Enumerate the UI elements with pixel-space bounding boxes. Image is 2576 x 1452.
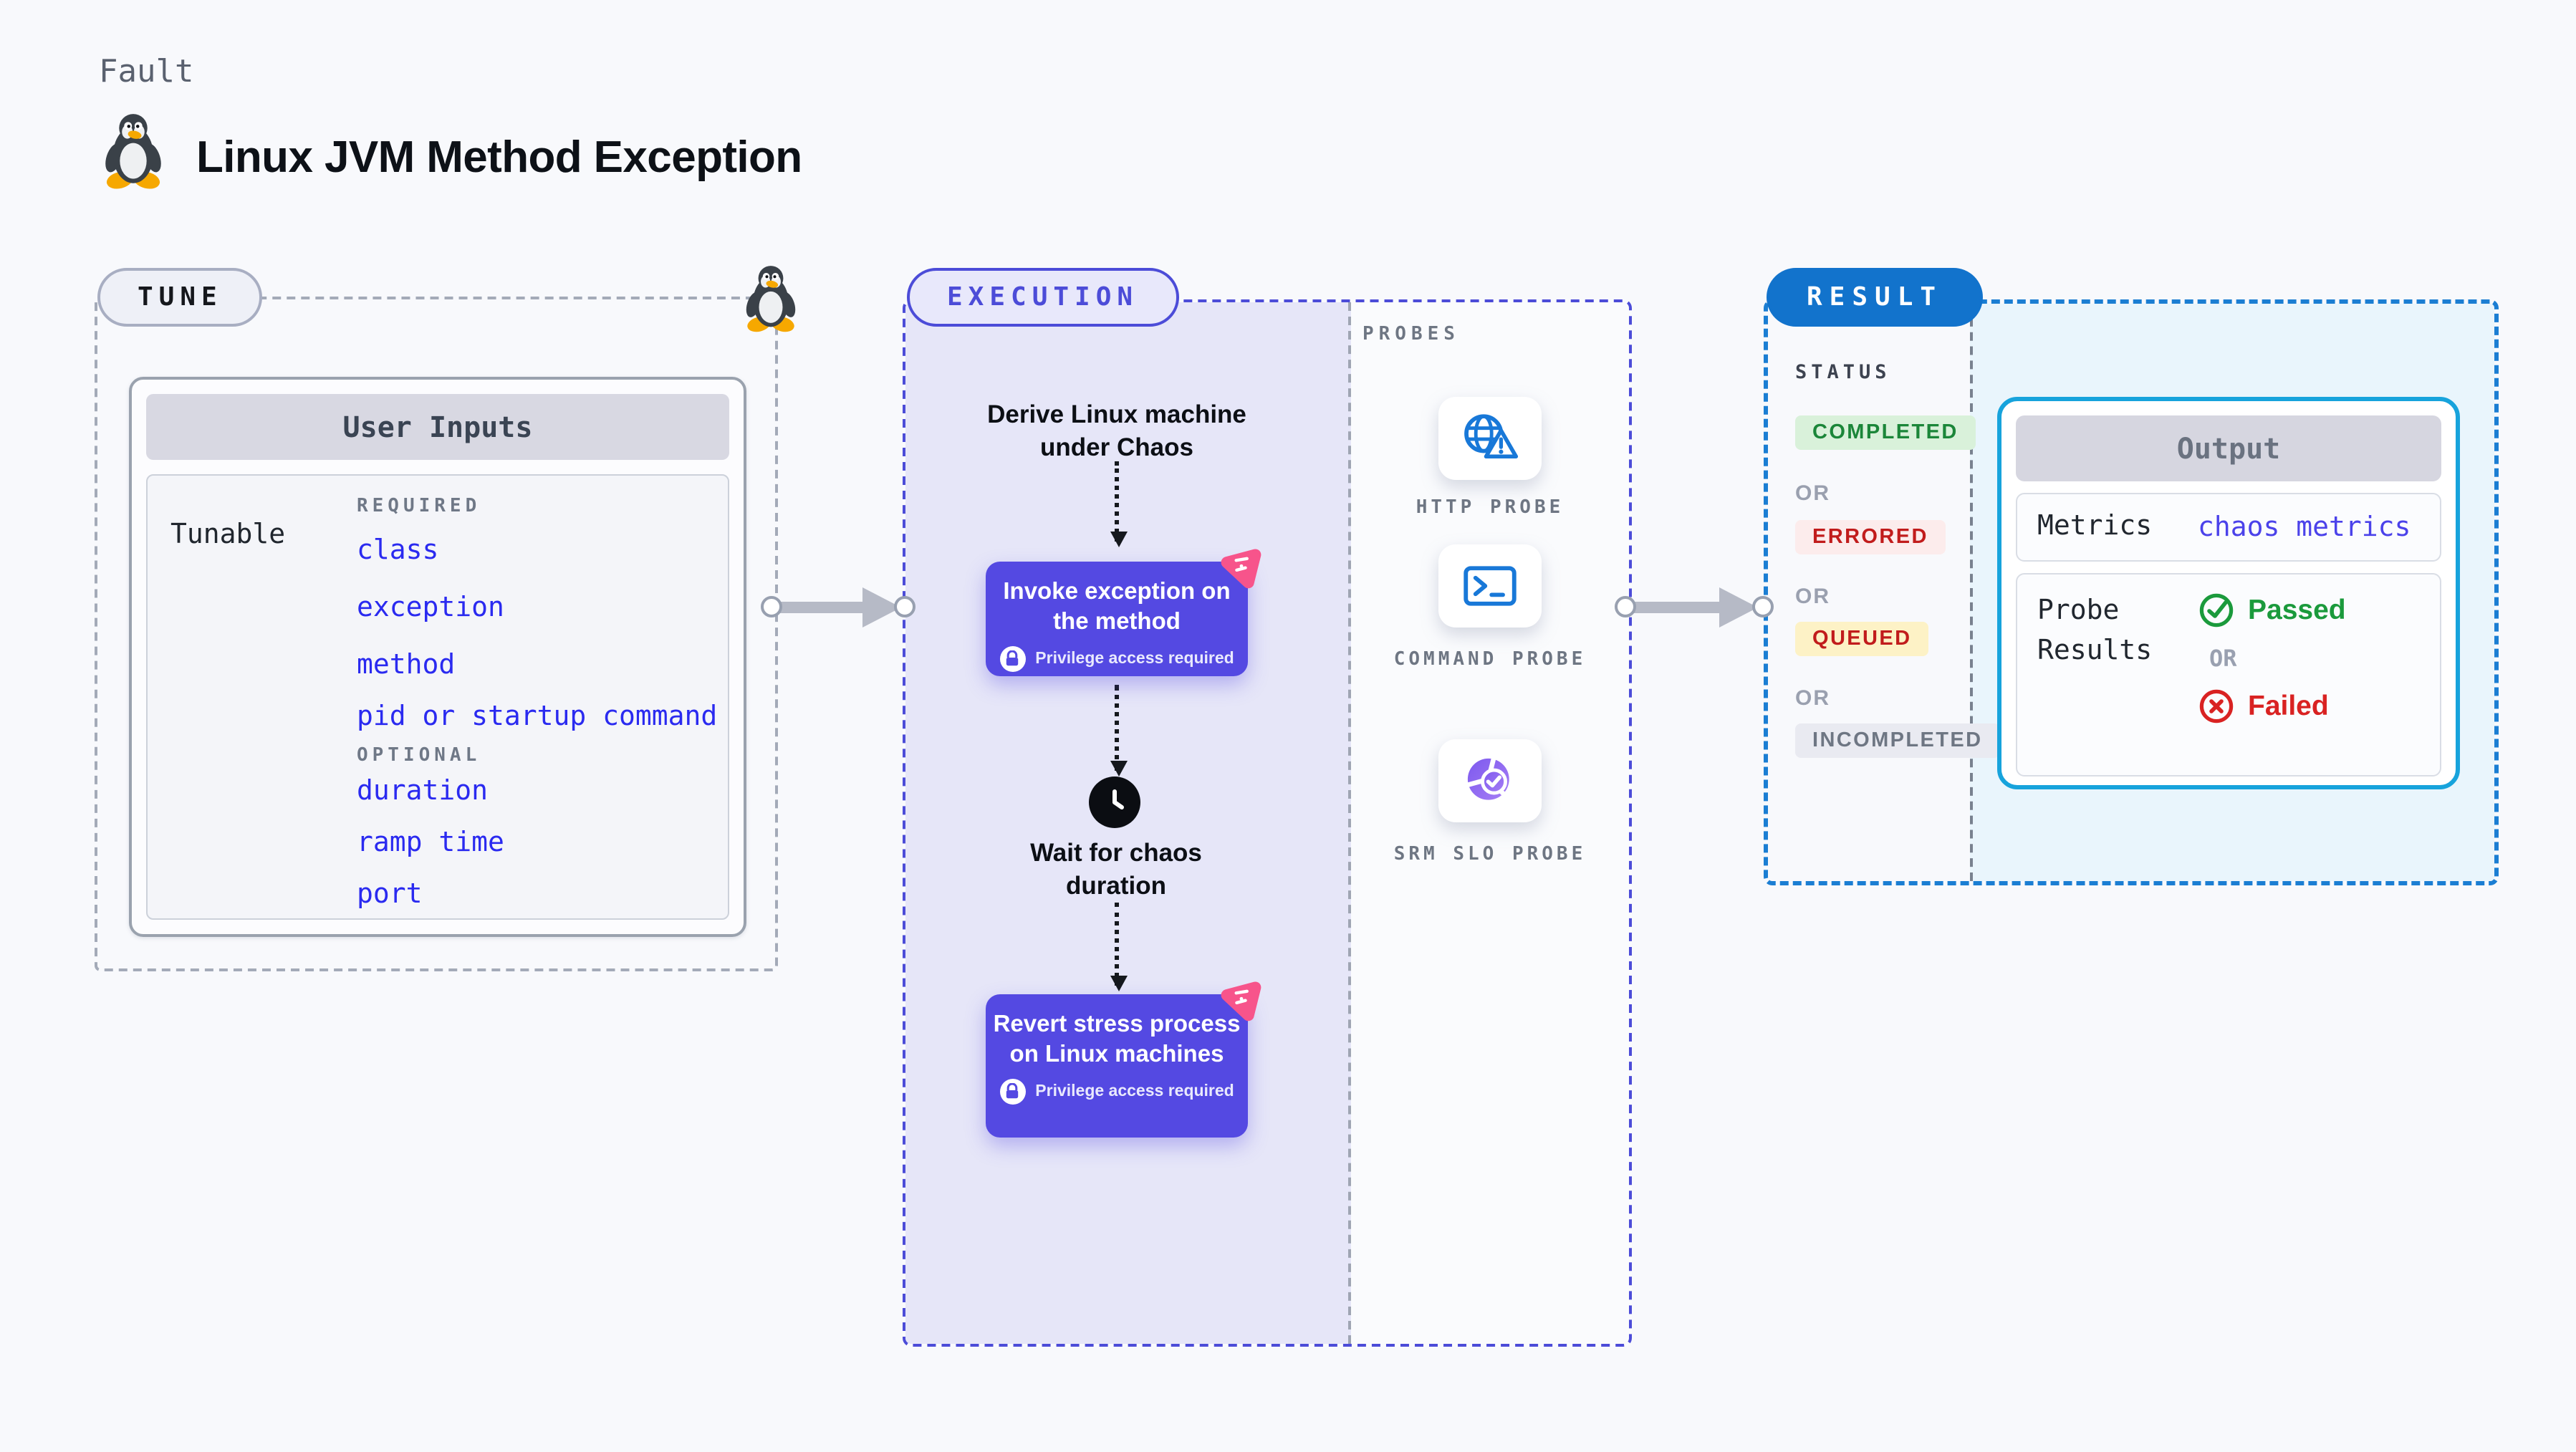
status-chip-queued: QUEUED xyxy=(1795,622,1929,656)
probe-card-command xyxy=(1438,544,1542,628)
probe-results-row: Probe Results Passed OR Faile xyxy=(2016,573,2441,777)
status-label: STATUS xyxy=(1795,361,1891,384)
probe-results-label: Probe Results xyxy=(2037,595,2153,666)
lock-icon xyxy=(999,646,1026,673)
user-inputs-title: User Inputs xyxy=(146,394,729,460)
globe-alert-icon xyxy=(1464,414,1519,459)
failed-label: Failed xyxy=(2248,690,2329,721)
chaos-pink-icon xyxy=(1221,549,1261,589)
probe-card-http xyxy=(1438,397,1542,480)
user-inputs-card: User Inputs Tunable REQUIRED class excep… xyxy=(129,377,746,937)
privilege-note: Privilege access required xyxy=(1035,650,1234,668)
or-label: OR xyxy=(1795,481,1830,506)
chaos-pink-icon xyxy=(1221,981,1261,1021)
connector-dot xyxy=(1615,596,1636,617)
tune-section xyxy=(95,297,778,971)
required-label: REQUIRED xyxy=(357,496,481,517)
flow-arrow-down-icon xyxy=(1110,461,1128,547)
output-title: Output xyxy=(2016,415,2441,481)
tunable-link-method[interactable]: method xyxy=(357,649,456,681)
step-revert-stress: Revert stress process on Linux machines … xyxy=(986,994,1248,1138)
slo-donut-icon xyxy=(1466,756,1509,800)
step-wait-duration: Wait for chaos duration xyxy=(1030,838,1202,900)
passed-label: Passed xyxy=(2248,594,2346,625)
clock-icon xyxy=(1089,777,1140,828)
result-badge: RESULT xyxy=(1767,268,1984,327)
status-chip-completed: COMPLETED xyxy=(1795,415,1976,450)
execution-badge: EXECUTION xyxy=(907,268,1179,327)
optional-label: OPTIONAL xyxy=(357,745,481,766)
or-label: OR xyxy=(1795,585,1830,609)
connector-dot xyxy=(1752,596,1774,617)
or-label: OR xyxy=(2209,645,2237,672)
output-card: Output Metrics chaos metrics Probe Resul… xyxy=(1997,397,2460,789)
metrics-label: Metrics xyxy=(2037,510,2153,542)
tune-badge: TUNE xyxy=(97,268,263,327)
tunable-link-exception[interactable]: exception xyxy=(357,592,504,623)
arrow-tune-to-execution xyxy=(775,587,901,628)
invoke-exception-label: Invoke exception on the method xyxy=(1003,579,1231,635)
lock-icon xyxy=(999,1079,1026,1105)
flow-arrow-down-icon xyxy=(1110,685,1128,777)
check-circle-icon xyxy=(2199,593,2234,628)
tunable-link-pid[interactable]: pid or startup command xyxy=(357,701,718,732)
or-label: OR xyxy=(1795,686,1830,711)
tunable-link-ramp-time[interactable]: ramp time xyxy=(357,827,504,858)
page-title: Linux JVM Method Exception xyxy=(196,132,802,182)
probe-label-http: HTTP PROBE xyxy=(1416,497,1565,519)
fault-kicker: Fault xyxy=(99,54,194,90)
tunable-link-class[interactable]: class xyxy=(357,534,439,566)
tux-penguin-small-icon xyxy=(746,266,796,332)
passed-line: Passed xyxy=(2198,592,2346,629)
failed-line: Failed xyxy=(2198,688,2346,725)
privilege-note: Privilege access required xyxy=(1035,1083,1234,1101)
x-circle-icon xyxy=(2199,689,2234,723)
chaos-metrics-link[interactable]: chaos metrics xyxy=(2198,511,2411,543)
probes-label: PROBES xyxy=(1363,324,1460,345)
metrics-row: Metrics chaos metrics xyxy=(2016,493,2441,562)
tunable-link-port[interactable]: port xyxy=(357,878,423,910)
tux-penguin-icon xyxy=(105,114,161,189)
probe-label-command: COMMAND PROBE xyxy=(1393,649,1587,670)
arrow-execution-to-result xyxy=(1629,587,1758,628)
connector-dot xyxy=(894,596,915,617)
revert-stress-label: Revert stress process on Linux machines xyxy=(993,1011,1241,1068)
user-inputs-body: Tunable REQUIRED class exception method … xyxy=(146,474,729,920)
connector-dot xyxy=(761,596,782,617)
tunable-label: Tunable xyxy=(170,519,286,550)
step-invoke-exception: Invoke exception on the method Privilege… xyxy=(986,562,1248,676)
status-chip-errored: ERRORED xyxy=(1795,520,1946,554)
probe-label-srm-slo: SRM SLO PROBE xyxy=(1393,844,1587,865)
terminal-icon xyxy=(1464,566,1517,606)
flow-arrow-down-icon xyxy=(1110,903,1128,991)
status-chip-incompleted: INCOMPLETED xyxy=(1795,723,2000,758)
tunable-link-duration[interactable]: duration xyxy=(357,775,489,807)
step-derive-machine: Derive Linux machine under Chaos xyxy=(987,400,1246,462)
probe-card-srm-slo xyxy=(1438,739,1542,822)
